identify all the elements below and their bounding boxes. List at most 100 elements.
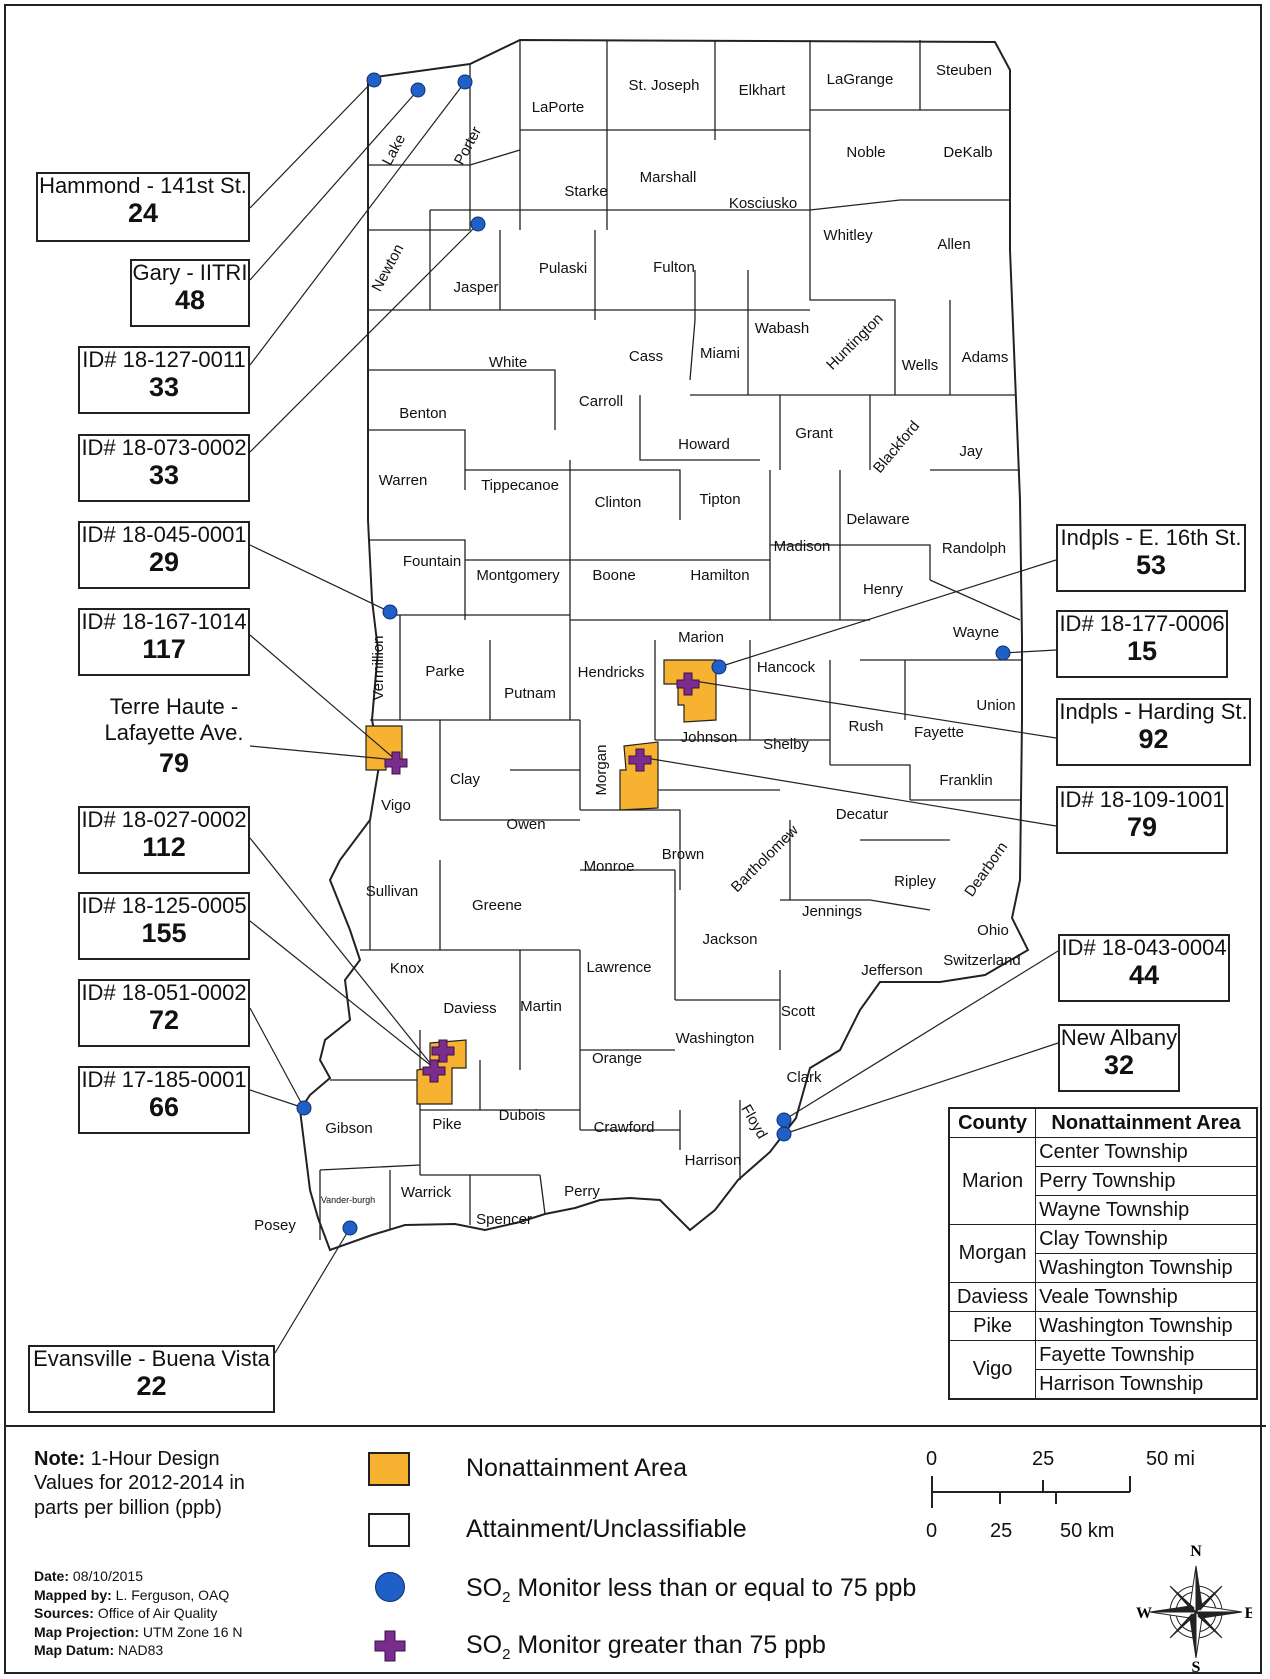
county-label: Dubois [499, 1107, 546, 1124]
monitor-value: 29 [148, 547, 180, 578]
leader-lines [249, 79, 1059, 1354]
county-label: Martin [520, 998, 562, 1015]
monitor-label-18-167-1014: ID# 18-167-1014 117 [78, 608, 250, 676]
meta-value: Office of Air Quality [97, 1605, 218, 1622]
table-header-area: Nonattainment Area [1035, 1107, 1258, 1138]
monitor-marker-low [711, 659, 727, 675]
county-label: Randolph [942, 540, 1006, 557]
monitor-marker-high [384, 751, 408, 775]
county-label: Owen [506, 816, 545, 833]
county-label: Hendricks [578, 664, 645, 681]
county-label: Lawrence [586, 959, 651, 976]
monitor-marker-low [342, 1220, 358, 1236]
scale-mi-label: 50 mi [1146, 1448, 1195, 1470]
map-metadata: Date: 08/10/2015 Mapped by: L. Ferguson,… [34, 1567, 243, 1660]
scale-km-label: 50 km [1060, 1520, 1115, 1542]
monitor-label-18-051-0002: ID# 18-051-0002 72 [78, 979, 250, 1047]
monitor-value: 24 [127, 198, 159, 229]
county-label: Ohio [977, 922, 1009, 939]
monitor-name: ID# 17-185-0001 [81, 1067, 247, 1092]
county-label: Jennings [802, 903, 862, 920]
county-label: Tippecanoe [481, 477, 559, 494]
legend-label-monitor-high: SO2 Monitor greater than 75 ppb [466, 1631, 826, 1663]
county-label: Hancock [757, 659, 816, 676]
nonattainment-table: County Nonattainment Area Marion Center … [948, 1107, 1258, 1400]
meta-label: Map Datum: [34, 1642, 115, 1659]
county-label: Hamilton [690, 567, 749, 584]
legend-separator [4, 1425, 1266, 1427]
note: Note: 1-Hour Design Values for 2012-2014… [34, 1447, 284, 1520]
county-label: Knox [390, 960, 425, 977]
monitor-label-17-185-0001: ID# 17-185-0001 66 [78, 1066, 250, 1134]
meta-value: NAD83 [118, 1642, 164, 1659]
monitor-value: 155 [141, 918, 187, 949]
legend-swatch-monitor-low [375, 1572, 405, 1602]
county-label: DeKalb [943, 144, 992, 161]
table-header-county: County [948, 1107, 1037, 1138]
monitor-name: Terre Haute - Lafayette Ave. [104, 694, 244, 746]
monitor-name: ID# 18-027-0002 [81, 807, 247, 832]
monitor-name: ID# 18-043-0004 [1061, 935, 1227, 960]
compass-e: E [1245, 1605, 1252, 1622]
compass-s: S [1192, 1659, 1201, 1675]
monitor-marker-low [470, 216, 486, 232]
county-label: Decatur [836, 806, 889, 823]
scale-bar-lines [931, 1476, 1131, 1508]
monitor-label-evansville: Evansville - Buena Vista 22 [28, 1345, 275, 1413]
legend-swatch-monitor-high [374, 1630, 406, 1662]
county-label: Union [976, 697, 1015, 714]
monitor-value: 33 [148, 372, 180, 403]
county-label: Rush [848, 718, 883, 735]
county-label: Wabash [755, 320, 809, 337]
county-label: Tipton [699, 491, 740, 508]
county-label: LaPorte [532, 99, 585, 116]
monitor-value: 33 [148, 460, 180, 491]
state-outline [298, 38, 1030, 1252]
county-label: Whitley [823, 227, 873, 244]
monitor-label-18-027-0002: ID# 18-027-0002 112 [78, 806, 250, 874]
county-label: Miami [700, 345, 740, 362]
county-label: Jay [959, 443, 983, 460]
note-label: Note: [34, 1448, 86, 1470]
county-label: Clinton [595, 494, 642, 511]
monitor-name: ID# 18-073-0002 [81, 435, 247, 460]
county-label: Crawford [594, 1119, 655, 1136]
county-label: Grant [795, 425, 833, 442]
county-label: Washington [676, 1030, 755, 1047]
legend-swatch-attainment [368, 1513, 410, 1547]
monitor-marker-high [431, 1039, 455, 1063]
map-frame [4, 4, 1262, 1674]
scale-km-label: 25 [990, 1520, 1013, 1542]
county-label: Kosciusko [729, 195, 797, 212]
compass-n: N [1190, 1543, 1202, 1560]
county-label: Ripley [894, 873, 936, 890]
table-area: Harrison Township [1035, 1369, 1258, 1400]
county-label: Delaware [846, 511, 909, 528]
county-label: Fulton [653, 259, 695, 276]
note-text: 1-Hour Design Values for 2012-2014 in pa… [34, 1448, 245, 1519]
meta-label: Map Projection: [34, 1623, 140, 1640]
county-label: Marion [678, 629, 724, 646]
table-county: Marion [948, 1137, 1037, 1225]
monitor-label-18-127-0011: ID# 18-127-0011 33 [78, 346, 250, 414]
meta-label: Sources: [34, 1605, 94, 1622]
meta-row: Date: 08/10/2015 [34, 1567, 243, 1586]
table-area: Washington Township [1035, 1311, 1258, 1341]
monitor-name: ID# 18-125-0005 [81, 893, 247, 918]
monitor-name: ID# 18-045-0001 [81, 522, 247, 547]
monitor-label-gary: Gary - IITRI 48 [130, 259, 250, 327]
county-label: Clark [786, 1069, 822, 1086]
county-label: Pulaski [539, 260, 587, 277]
table-area: Center Township [1035, 1137, 1258, 1167]
monitor-marker-low [776, 1126, 792, 1142]
county-label: Vander-burgh [321, 1195, 375, 1205]
county-label: Wells [902, 357, 938, 374]
monitor-label-new-albany: New Albany 32 [1058, 1024, 1180, 1092]
monitor-marker-low [410, 82, 426, 98]
monitor-name: Evansville - Buena Vista [33, 1346, 270, 1371]
monitor-marker-high [676, 672, 700, 696]
monitor-value: 92 [1138, 724, 1169, 755]
legend-label-attainment: Attainment/Unclassifiable [466, 1515, 747, 1543]
compass-w: W [1136, 1605, 1152, 1622]
meta-value: UTM Zone 16 N [142, 1623, 243, 1640]
